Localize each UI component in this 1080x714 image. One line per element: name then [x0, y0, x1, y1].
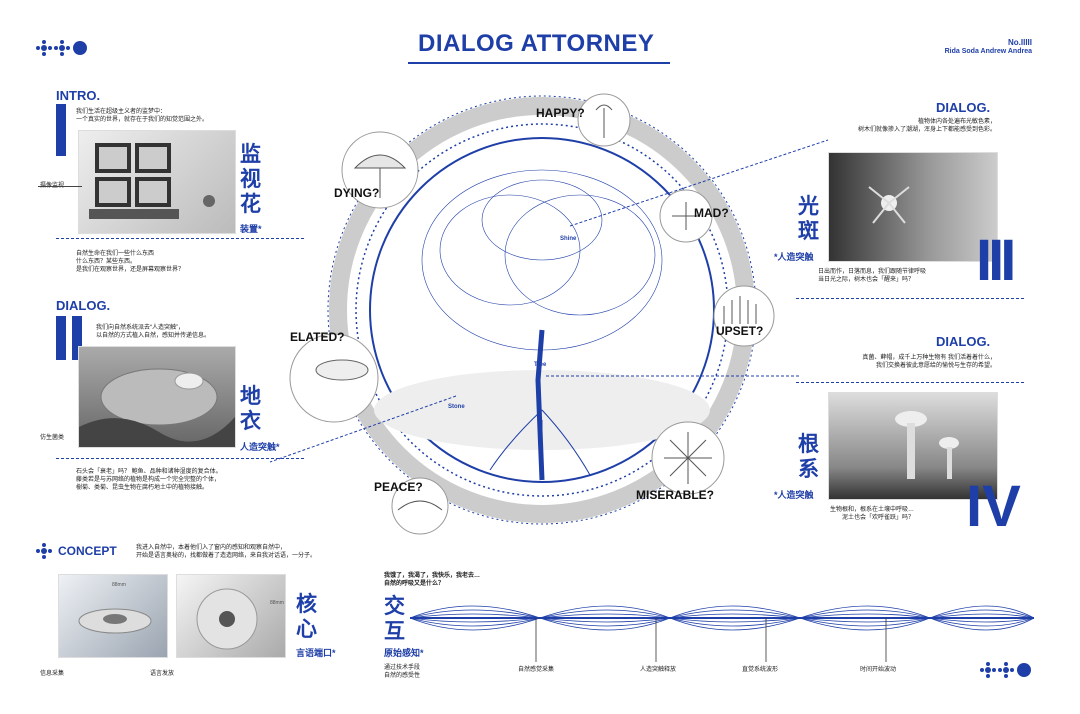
- peace-bubble: [391, 477, 449, 535]
- logo-mark-bottom: [980, 662, 1032, 683]
- lightspot-photo: [828, 152, 998, 262]
- tree-label-stone: Stone: [448, 404, 465, 410]
- right-divider-1: [796, 298, 1024, 299]
- lichen-subtitle: 人造突触*: [240, 442, 280, 452]
- label-dying: DYING?: [334, 186, 380, 200]
- upset-bubble: [713, 285, 775, 347]
- wave-mark-2: 人造突触释放: [640, 667, 677, 673]
- cctv-photo: [78, 130, 236, 234]
- root-subtitle: *人造突触: [774, 490, 814, 500]
- roman-three: III: [976, 228, 1016, 293]
- root-photo: [828, 392, 998, 500]
- core-photo-left: [58, 574, 168, 658]
- dialog2-text: 真菌、藓帽，成千上万种生物有 我们活着着什么， 我们交换着彼此意愿给的愉悦与生存…: [862, 355, 996, 369]
- lightspot-title: 光 斑: [798, 195, 819, 243]
- miserable-bubble: [651, 421, 725, 495]
- cctv-label-line: [38, 186, 82, 187]
- intro-text: 我们生活在超级主义者的监梦中： 一个真实的世界，就存在于我们的知觉范围之外。: [76, 109, 209, 123]
- core-photo-right: [176, 574, 286, 658]
- dialog2-title: DIALOG.: [936, 334, 991, 349]
- core-title: 核 心: [296, 593, 317, 641]
- page-title: DIALOG ATTORNEY: [418, 30, 655, 57]
- core-label-left: 信息采集: [40, 671, 65, 677]
- dialog-text-left: 我们向自然系统派去“人造突触”， 以自然的方式植入自然，感知并传递信息。: [96, 325, 211, 339]
- core-label-right: 语言发放: [150, 671, 175, 677]
- wave-graphic: [410, 605, 1034, 662]
- tree: [374, 169, 710, 481]
- core-dim-1: 88mm: [112, 582, 126, 588]
- core-subtitle: 言语端口*: [296, 648, 336, 658]
- wave-mark-4: 时间开始波动: [860, 667, 897, 673]
- cctv-divider: [56, 238, 304, 239]
- dialog-title-left: DIALOG.: [56, 298, 111, 313]
- tree-label-shine: Shine: [560, 236, 577, 242]
- lightspot-text: 日出而作，日落而息，我们跟随节律呼吸 当日光之际，树木也会「醒来」吗？: [818, 269, 927, 283]
- label-miserable: MISERABLE?: [636, 488, 714, 502]
- core-dim-2: 88mm: [270, 600, 284, 606]
- concept-title: CONCEPT: [58, 544, 117, 558]
- lichen-divider: [56, 458, 304, 459]
- dialog1-title: DIALOG.: [936, 100, 991, 115]
- intro-bar: [56, 104, 66, 156]
- label-upset: UPSET?: [716, 324, 764, 338]
- label-mad: MAD?: [694, 206, 729, 220]
- concept-icon: [36, 543, 52, 564]
- root-title: 根 系: [798, 433, 819, 481]
- issue-number: No.IIIII: [1008, 38, 1032, 47]
- intro-title: INTRO.: [56, 88, 101, 103]
- interaction-title: 交 互: [384, 595, 405, 643]
- lichen-photo: [78, 346, 236, 448]
- elated-bubble: [289, 333, 379, 423]
- dying-bubble: [341, 131, 419, 209]
- dialog1-text: 植物体内各处遍布光敏色素， 树木们就像掺入了潮湖，浑身上下都能感受到色彩。: [857, 119, 996, 133]
- wave-text: 我饿了，我渴了，我快乐，我老去… 自然的呼吸又是什么？: [384, 573, 481, 587]
- interaction-subtitle: 原始感知*: [384, 648, 424, 658]
- title-underline: [408, 62, 670, 64]
- wave-mark-1: 自然感觉采集: [518, 667, 555, 673]
- center-diagram: [289, 93, 775, 535]
- interaction-note: 通过技术手段 自然的感受性: [384, 665, 421, 679]
- happy-bubble: [577, 93, 631, 147]
- label-elated: ELATED?: [290, 330, 345, 344]
- cctv-subtitle: 装置*: [240, 224, 262, 234]
- wave-mark-3: 直觉系统波形: [742, 667, 779, 673]
- tree-label-tree: Tree: [534, 362, 547, 368]
- concept-text: 我进入自然中，本着他们入了窗内的感知和观察自然中， 开始是语言奥秘的，找都做着了…: [136, 545, 317, 559]
- cctv-title: 监 视 花: [240, 143, 261, 216]
- lightspot-subtitle: *人造突触: [774, 252, 814, 262]
- cctv-text: 自然生命在我们一些什么东西 什么东西？某些东西。 是我们在观察世界，还是屏幕观察…: [76, 251, 185, 273]
- lichen-label: 仿生菌类: [40, 435, 65, 441]
- authors: Rida Soda Andrew Andrea: [944, 48, 1032, 55]
- logo-mark-top: [36, 40, 88, 61]
- label-peace: PEACE?: [374, 480, 423, 494]
- roman-two-bar-1: [56, 316, 66, 360]
- roman-two-bar-2: [72, 316, 82, 360]
- lichen-title: 地 衣: [240, 385, 261, 433]
- lichen-text: 石头会「衰老」吗？ 鲍鱼、品种和诸种湿度的复合体。 藤类若是与苏网络的植物是构成…: [76, 469, 222, 491]
- label-happy: HAPPY?: [536, 106, 585, 120]
- mad-bubble: [659, 189, 713, 243]
- roman-four: IV: [966, 474, 1021, 539]
- root-text: 生物根和，根系在土壤中呼吸… 泥土也会「欢呼雀跃」吗？: [830, 507, 915, 521]
- right-divider-2: [796, 382, 1024, 383]
